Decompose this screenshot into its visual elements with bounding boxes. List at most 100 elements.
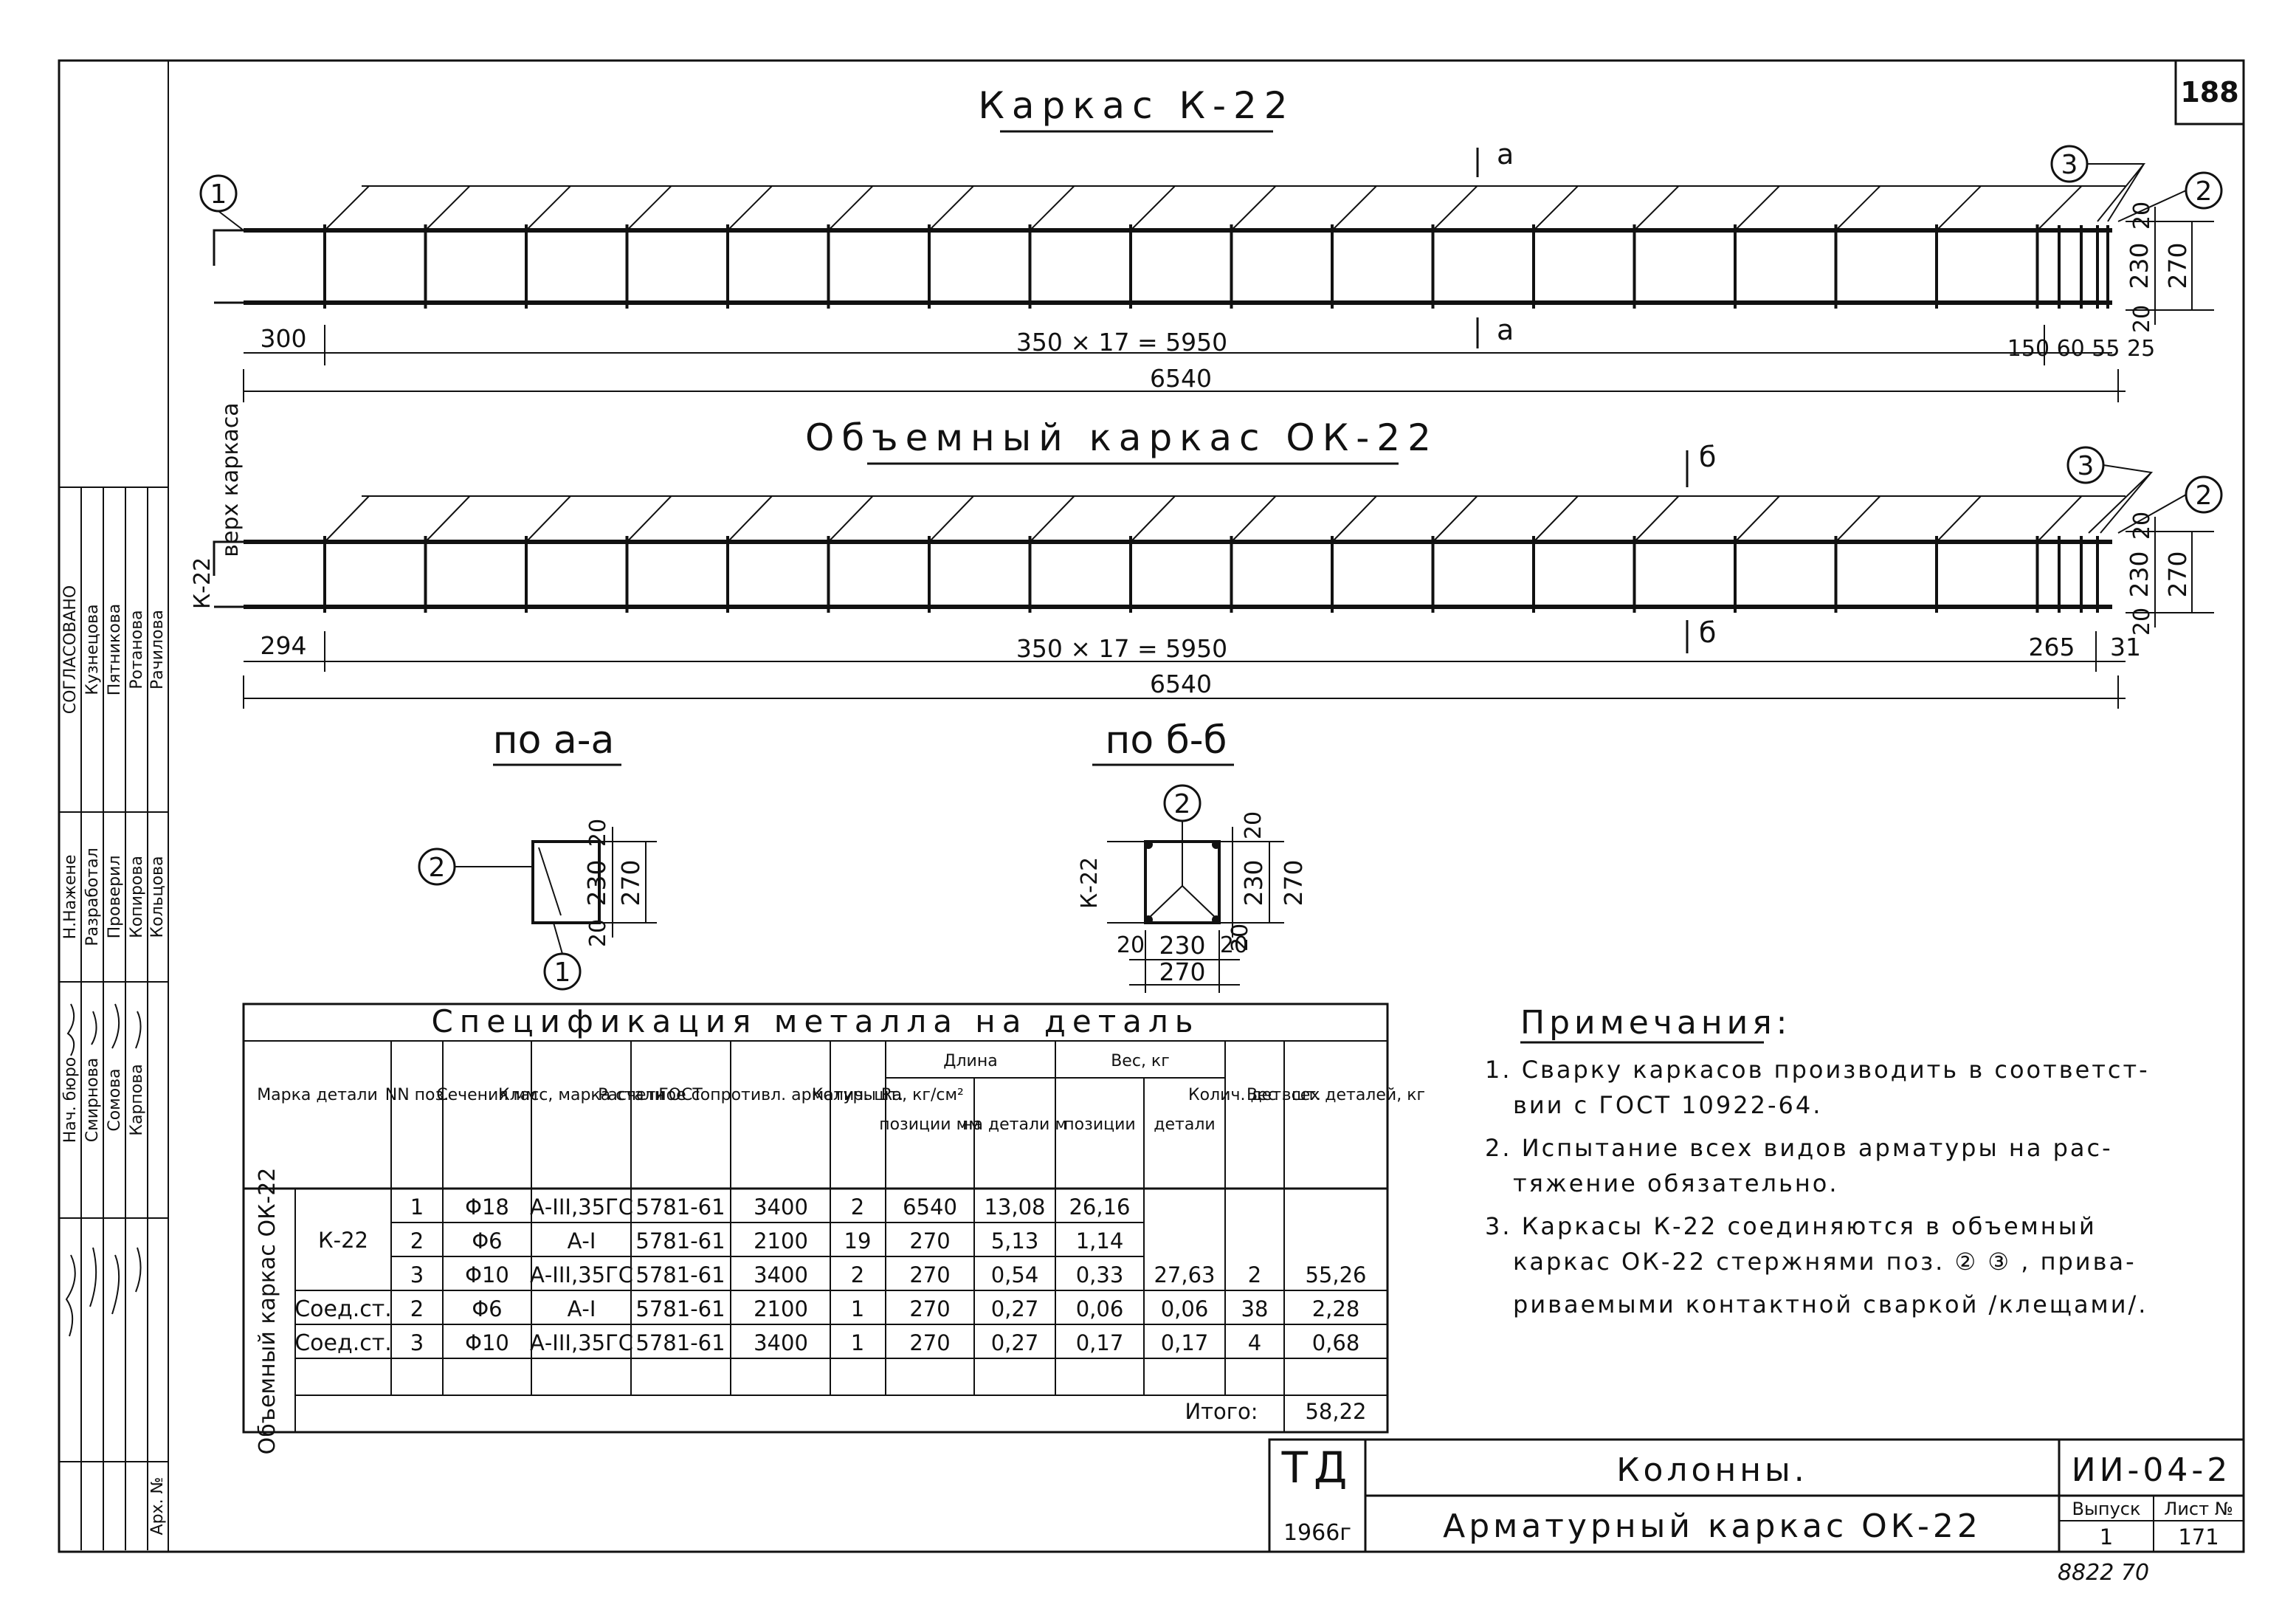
- title-sheet-label: Лист №: [2164, 1499, 2233, 1519]
- side-stamp-frame: [58, 60, 169, 1552]
- side-stamp-r0c3: Ротанова: [128, 610, 146, 689]
- spec-cell-len-det: 0,27: [991, 1330, 1039, 1355]
- frame-ok22-dim-h20a: 20: [2129, 512, 2155, 540]
- frame-ok22-dim-total: 6540: [1150, 670, 1212, 698]
- spec-h-gost: ГОСТ: [658, 1086, 703, 1104]
- side-stamp-text: СОГЛАСОВАНО Кузнецова Пятникова Ротанова…: [61, 585, 167, 1536]
- spec-cell-w-pos: 0,33: [1076, 1262, 1124, 1287]
- spec-cell-class: А-III,35ГС: [530, 1262, 633, 1287]
- frame-ok22-stirrup-leg: [727, 495, 773, 543]
- frame-ok22-pos2: 2: [2196, 481, 2213, 511]
- side-stamp-r1c2: Проверил: [106, 856, 124, 939]
- spec-h-len-det: на детали м: [962, 1115, 1067, 1134]
- spec-cell-len-det: 0,27: [991, 1296, 1039, 1321]
- frame-ok22-dim-right: 265: [2029, 633, 2075, 661]
- frame-ok22-stirrup-leg: [1230, 495, 1277, 543]
- spec-cell-nn: 3: [410, 1262, 424, 1287]
- spec-h-class: Класс, марка стали: [498, 1086, 665, 1104]
- section-b-pos2: 2: [1174, 789, 1191, 819]
- spec-cell-gost: 5781-61: [635, 1194, 725, 1220]
- spec-cell-len-det: 0,54: [991, 1262, 1039, 1287]
- frame-k22-stirrup-leg: [1734, 185, 1780, 231]
- section-b-d20b: 20: [1227, 924, 1253, 952]
- spec-cell-class: А-III,35ГС: [530, 1330, 633, 1355]
- frame-k22-stirrup-leg: [1633, 185, 1680, 231]
- frame-k22-title: Каркас К-22: [978, 84, 1294, 127]
- spec-cell-class: А-III,35ГС: [530, 1194, 633, 1220]
- notes-block: Примечания: 1. Сварку каркасов производи…: [1485, 1004, 2148, 1318]
- section-b-title: по б-б: [1105, 718, 1227, 763]
- spec-cell-resist: 3400: [754, 1330, 808, 1355]
- frame-ok22-cut-top: б: [1699, 441, 1716, 473]
- section-a-d230: 230: [582, 860, 611, 907]
- frame-k22-dim-right: 150 60 55 25: [2007, 336, 2155, 362]
- frame-k22-pos3: 3: [2061, 150, 2078, 180]
- spec-cell-nn: 1: [410, 1194, 424, 1220]
- side-stamp-r2c0: Нач. бюро: [61, 1057, 80, 1144]
- spec-cell-section: Φ10: [465, 1262, 509, 1287]
- frame-k22-stirrup-leg: [1130, 185, 1176, 231]
- spec-table: Спецификация металла на деталь Марка дет…: [242, 1003, 1425, 1455]
- title-sheet: 171: [2178, 1524, 2219, 1550]
- title-org: ТД: [1281, 1442, 1354, 1493]
- frame-ok22-stirrup-leg: [324, 495, 370, 543]
- note-line-6: риваемыми контактной сваркой /клещами/.: [1513, 1290, 2148, 1318]
- spec-h-total-w: Вес всех деталей, кг: [1247, 1086, 1425, 1104]
- frame-k22-stirrup-leg: [1331, 185, 1377, 231]
- spec-total-label: Итого:: [1185, 1399, 1258, 1424]
- spec-cell-len-pos: 270: [909, 1262, 950, 1287]
- section-a-d20b: 20: [585, 919, 611, 947]
- frame-k22-stirrup-leg: [626, 185, 672, 231]
- section-a-d20: 20: [585, 819, 611, 847]
- frame-ok22-drawing: Объемный каркас ОК-22 верх каркаса К-22 …: [190, 402, 2223, 709]
- frame-k22-stirrups: [323, 185, 2083, 309]
- note-line-5: каркас ОК-22 стержнями поз. ② ③ , прива-: [1513, 1248, 2137, 1276]
- frame-ok22-side-upper: верх каркаса: [218, 402, 244, 557]
- section-a-d270: 270: [616, 860, 645, 907]
- spec-cell-w-pos: 26,16: [1069, 1194, 1130, 1220]
- frame-k22-stirrup-leg: [727, 185, 773, 231]
- section-b-d270: 270: [1279, 860, 1308, 907]
- frame-k22-dim-h20a: 20: [2129, 202, 2155, 230]
- spec-group-label: Объемный каркас ОК-22: [255, 1168, 280, 1455]
- spec-cell-w-det: 27,63: [1154, 1262, 1215, 1287]
- frame-ok22-pos3: 3: [2078, 451, 2095, 481]
- frame-ok22-stirrup-leg: [1533, 495, 1579, 543]
- frame-k22-cut-top: а: [1497, 138, 1514, 171]
- frame-ok22-stirrup-leg: [1331, 495, 1377, 543]
- frame-k22-dim-h270: 270: [2163, 243, 2192, 289]
- spec-cell-qty: 1: [851, 1296, 864, 1321]
- spec-cell-gost: 5781-61: [635, 1262, 725, 1287]
- frame-k22-stirrup-leg: [1230, 185, 1277, 231]
- frame-k22-stirrup-leg: [1533, 185, 1579, 231]
- frame-ok22-dim-right2: 31: [2110, 633, 2141, 661]
- section-a-pos2: 2: [429, 853, 446, 883]
- section-a-a: по а-а 2 1 20 230 270 20: [418, 718, 657, 991]
- frame-k22-stirrup-leg: [1029, 185, 1075, 231]
- frame-k22-stirrup-leg: [324, 185, 370, 231]
- frame-ok22-dim-h270: 270: [2163, 551, 2192, 598]
- section-b-b: по б-б 2 К-22 20 230 270 20 20 230 20 27…: [1077, 718, 1308, 993]
- frame-ok22-dim-h20b: 20: [2129, 608, 2155, 636]
- side-stamp-r1c4: Кольцова: [148, 856, 167, 938]
- side-stamp-r0c4: Рачилова: [148, 610, 167, 690]
- spec-h-weight: Вес, кг: [1111, 1052, 1170, 1070]
- spec-h-resist: Расчетное сопротивл. арматуры Ra, кг/см²: [598, 1086, 964, 1104]
- spec-cell-qty-det: 4: [1248, 1330, 1261, 1355]
- frame-ok22-side-lower: К-22: [190, 557, 216, 609]
- note-line-4: 3. Каркасы К-22 соединяются в объемный: [1485, 1212, 2097, 1240]
- spec-cell-w-pos: 1,14: [1076, 1228, 1124, 1254]
- spec-cell-qty-det: 2: [1248, 1262, 1261, 1287]
- frame-k22-dim-total: 6540: [1150, 364, 1212, 393]
- frame-ok22-stirrup-leg: [424, 495, 471, 543]
- side-stamp-r0c1: Кузнецова: [83, 604, 102, 695]
- spec-cell-len-det: 5,13: [991, 1228, 1039, 1254]
- spec-cell-total: 0,68: [1312, 1330, 1360, 1355]
- spec-cell-class: А-I: [568, 1296, 596, 1321]
- side-stamp-r1c1: Разработал: [83, 847, 102, 946]
- spec-cell-resist: 3400: [754, 1262, 808, 1287]
- footer-scribble: 8822 70: [2058, 1560, 2149, 1586]
- side-stamp-r1c3: Копирова: [128, 856, 146, 938]
